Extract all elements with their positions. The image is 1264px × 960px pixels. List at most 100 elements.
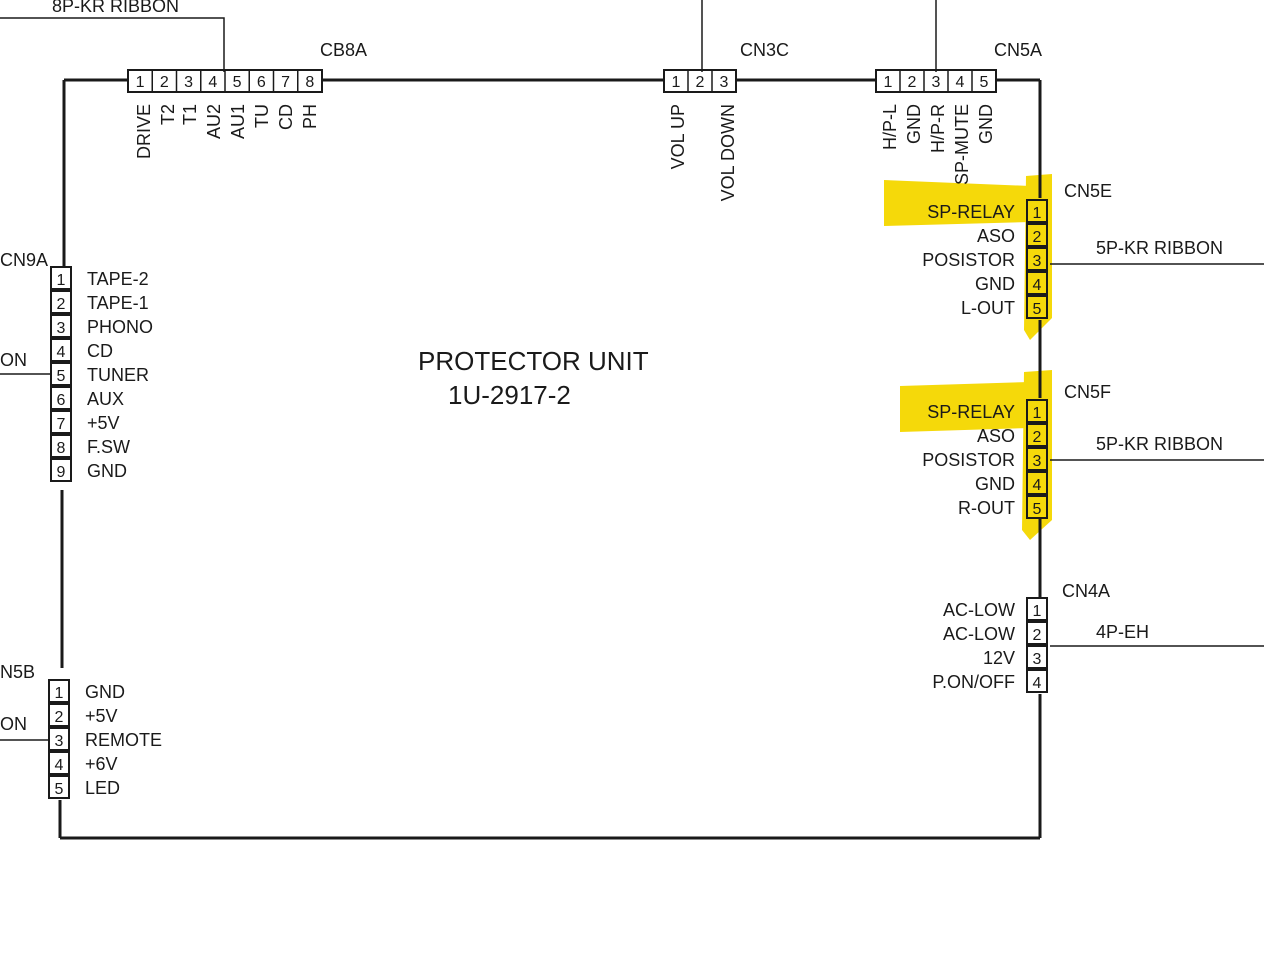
cn5e-pin-number: 2 xyxy=(1033,229,1042,246)
cn5e-pin-number: 4 xyxy=(1033,277,1042,294)
cn5a-signal-label: H/P-L xyxy=(880,104,900,150)
cn4a-name: CN4A xyxy=(1062,581,1110,601)
cn3c-signal-label: VOL UP xyxy=(668,104,688,169)
cb8a-signal-label: TU xyxy=(252,104,272,128)
cn3c-name: CN3C xyxy=(740,40,789,60)
cn5f-pin-box xyxy=(1026,471,1048,495)
cn9a-pin-box xyxy=(50,434,72,458)
cb8a-pin-number: 1 xyxy=(136,74,145,91)
cn5f-name: CN5F xyxy=(1064,382,1111,402)
cn5b-signal-label: REMOTE xyxy=(85,730,162,750)
cn5a-pin-number: 2 xyxy=(908,74,917,91)
cn9a-signal-label: TUNER xyxy=(87,365,149,385)
cn5e-pin-box xyxy=(1026,199,1048,223)
cn5b-signal-label: LED xyxy=(85,778,120,798)
cn5f-signal-label: SP-RELAY xyxy=(927,402,1015,422)
cn5f-signal-label: GND xyxy=(975,474,1015,494)
cn5b-pin-number: 1 xyxy=(55,685,64,702)
cn9a-pin-number: 6 xyxy=(57,392,66,409)
cn5a-name: CN5A xyxy=(994,40,1042,60)
unit-name: PROTECTOR UNIT xyxy=(418,346,649,376)
cn9a-pin-box xyxy=(50,410,72,434)
cn5e-pin-number: 5 xyxy=(1033,301,1042,318)
cn3c-pin-number: 1 xyxy=(672,74,681,91)
unit-part-number: 1U-2917-2 xyxy=(448,380,571,410)
cn4a-signal-label: P.ON/OFF xyxy=(932,672,1015,692)
cn5f-pin-box xyxy=(1026,399,1048,423)
cn4a-pin-box xyxy=(1026,645,1048,669)
cn9a-pin-number: 4 xyxy=(57,344,66,361)
cn5f-pin-number: 3 xyxy=(1033,453,1042,470)
cn9a-signal-label: AUX xyxy=(87,389,124,409)
cable-leads xyxy=(0,0,1264,741)
cn9a-pin-number: 1 xyxy=(57,272,66,289)
cn5f-pin-box xyxy=(1026,495,1048,519)
highlight-marks xyxy=(884,174,1052,540)
cb8a-pin-number: 4 xyxy=(208,74,217,91)
cn5f-pin-box xyxy=(1026,447,1048,471)
cn9a-pin-box xyxy=(50,266,72,290)
cn5e-signal-label: GND xyxy=(975,274,1015,294)
cn5a-pin-number: 4 xyxy=(956,74,965,91)
cn9a-signal-label: CD xyxy=(87,341,113,361)
cn4a-signal-label: AC-LOW xyxy=(943,600,1015,620)
cb8a-pin-number: 5 xyxy=(233,74,242,91)
cn9a-pin-box xyxy=(50,338,72,362)
cb8a-signal-label: T2 xyxy=(158,104,178,125)
cn5e-pin-box xyxy=(1026,247,1048,271)
cn5b-pin-number: 2 xyxy=(55,709,64,726)
cb8a-pin-number: 8 xyxy=(305,74,314,91)
cn4a-pin-number: 4 xyxy=(1033,675,1042,692)
cn4a-signal-label: 12V xyxy=(983,648,1015,668)
cn5b-signal-label: +5V xyxy=(85,706,118,726)
cn5f-pin-number: 5 xyxy=(1033,501,1042,518)
cb8a-signal-label: AU2 xyxy=(204,104,224,139)
cn9a-pin-box xyxy=(50,314,72,338)
cn5b-pin-box xyxy=(48,727,70,751)
cb8a-pin-number: 6 xyxy=(257,74,266,91)
cn4a-pin-number: 1 xyxy=(1033,603,1042,620)
cn5e-pin-number: 3 xyxy=(1033,253,1042,270)
cn5b-signal-label: +6V xyxy=(85,754,118,774)
cn5e-signal-label: ASO xyxy=(977,226,1015,246)
cn5a-pin-number: 1 xyxy=(884,74,893,91)
cn5a-signal-label: SP-MUTE xyxy=(952,104,972,185)
cb8a-signal-label: AU1 xyxy=(228,104,248,139)
cn5f-pin-box xyxy=(1026,423,1048,447)
cn5e-signal-label: POSISTOR xyxy=(922,250,1015,270)
cn5a-pin-number: 3 xyxy=(932,74,941,91)
cn5e-cable-label: 5P-KR RIBBON xyxy=(1096,238,1223,258)
cn5e-pin-box xyxy=(1026,271,1048,295)
cn9a-pin-number: 5 xyxy=(57,368,66,385)
cb8a-signal-label: PH xyxy=(300,104,320,129)
cn9a-signal-label: F.SW xyxy=(87,437,130,457)
cb8a-name: CB8A xyxy=(320,40,367,60)
cn3c-pin-number: 2 xyxy=(696,74,705,91)
cn5a-signal-label: GND xyxy=(976,104,996,144)
cn5b-cable-label: ON xyxy=(0,714,27,734)
cn5f-pin-number: 4 xyxy=(1033,477,1042,494)
cb8a-cable-label: 8P-KR RIBBON xyxy=(52,0,179,16)
cn5f-cable-label: 5P-KR RIBBON xyxy=(1096,434,1223,454)
cn4a-pin-number: 3 xyxy=(1033,651,1042,668)
cn5f-pin-number: 1 xyxy=(1033,405,1042,422)
cn9a-cable-label: ON xyxy=(0,350,27,370)
cn9a-name: CN9A xyxy=(0,250,48,270)
cn9a-pin-box xyxy=(50,386,72,410)
cb8a-pin-number: 7 xyxy=(281,74,290,91)
cb8a-signal-label: DRIVE xyxy=(134,104,154,159)
cn4a-cable-label: 4P-EH xyxy=(1096,622,1149,642)
cn5b-pin-number: 3 xyxy=(55,733,64,750)
cn4a-pin-number: 2 xyxy=(1033,627,1042,644)
cn3c-pin-number: 3 xyxy=(720,74,729,91)
cn5b-pin-box xyxy=(48,679,70,703)
cn5b-pin-box xyxy=(48,751,70,775)
cn5e-pin-number: 1 xyxy=(1033,205,1042,222)
cn4a-pin-box xyxy=(1026,597,1048,621)
